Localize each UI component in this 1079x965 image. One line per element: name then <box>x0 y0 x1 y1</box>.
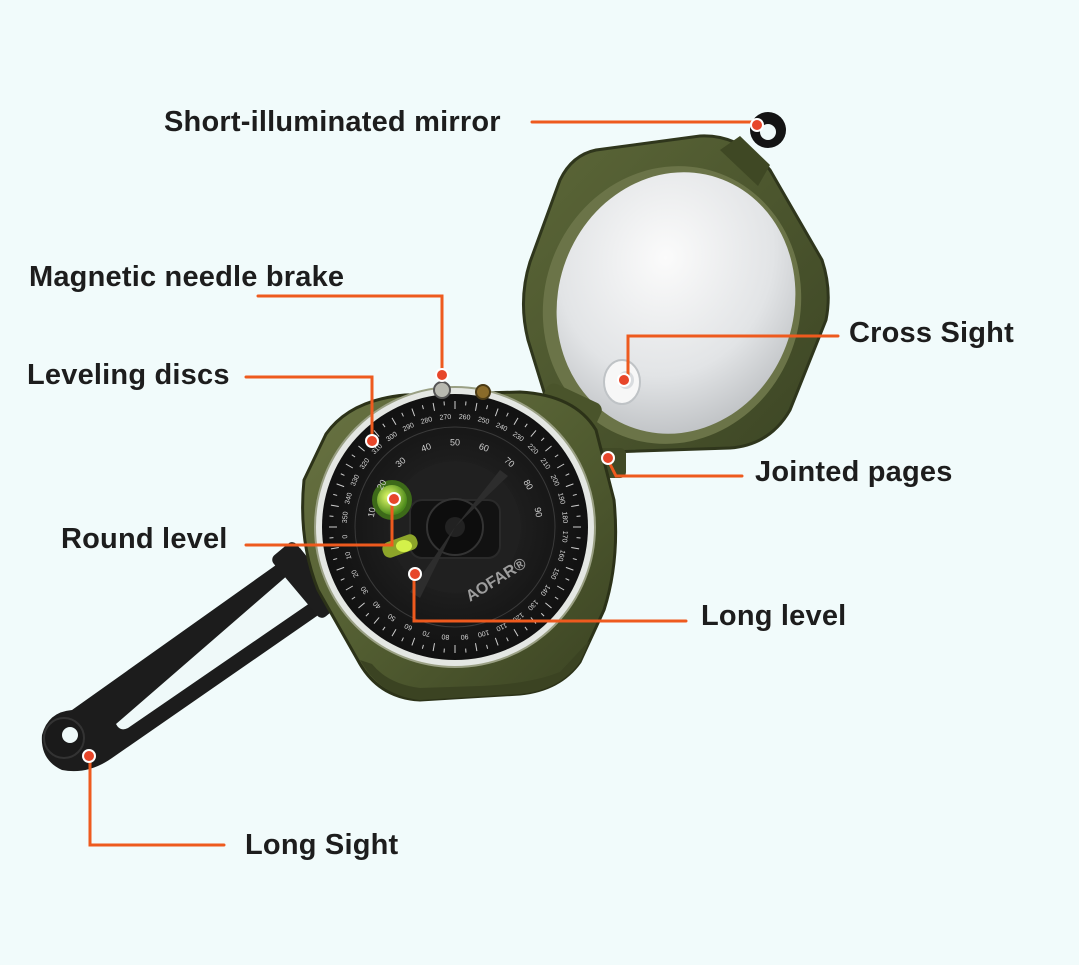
marker-long-sight <box>83 750 95 762</box>
dial-outer-number: 260 <box>458 414 470 422</box>
callout-cross-sight: Cross Sight <box>849 319 1014 348</box>
dial-outer-number: 170 <box>560 530 568 542</box>
marker-cross-sight <box>618 374 630 386</box>
callout-long-sight: Long Sight <box>245 831 398 860</box>
leader-long-sight <box>90 756 224 845</box>
dial-outer-number: 90 <box>460 632 468 640</box>
dial-outer-number: 270 <box>439 414 451 422</box>
dial-outer-number: 0 <box>342 534 349 539</box>
callout-long-level: Long level <box>701 602 846 631</box>
marker-leveling-discs <box>366 435 378 447</box>
dial-outer-number: 180 <box>560 511 568 523</box>
marker-jointed-pages <box>602 452 614 464</box>
callout-round-level: Round level <box>61 525 228 554</box>
callout-jointed-pages: Jointed pages <box>755 458 953 487</box>
dial-inner-number: 90 <box>533 507 545 519</box>
dial-outer-number: 80 <box>441 632 449 640</box>
dial-inner-number: 10 <box>366 507 378 519</box>
marker-short-illuminated-mirror <box>751 119 763 131</box>
marker-magnetic-needle-brake <box>436 369 448 381</box>
leader-jointed-pages <box>608 460 742 476</box>
marker-long-level <box>409 568 421 580</box>
leader-magnetic-needle-brake <box>258 296 442 374</box>
callout-short-illuminated-mirror: Short-illuminated mirror <box>164 108 501 137</box>
callout-magnetic-needle-brake: Magnetic needle brake <box>29 263 344 292</box>
dial-outer-number: 350 <box>342 511 350 523</box>
marker-round-level <box>388 493 400 505</box>
dial-inner-number: 50 <box>450 437 460 447</box>
callout-leveling-discs: Leveling discs <box>27 361 230 390</box>
